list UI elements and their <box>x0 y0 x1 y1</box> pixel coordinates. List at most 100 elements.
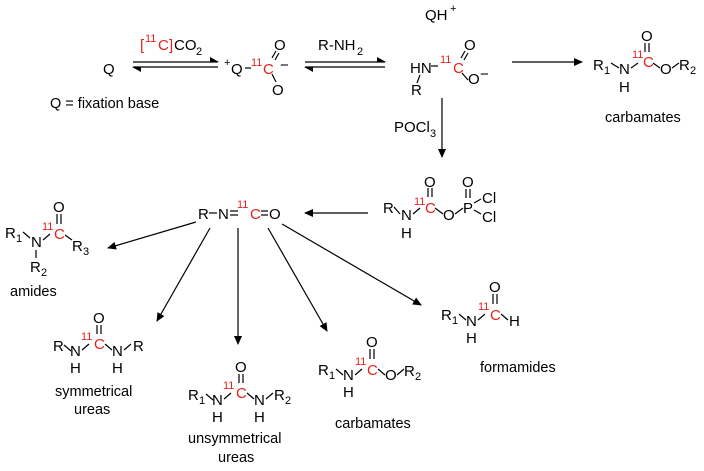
svg-text:C: C <box>54 226 65 243</box>
svg-text:H: H <box>343 384 354 401</box>
label-formamides: formamides <box>480 360 556 376</box>
co2-reagent: [ 11 C ] CO 2 <box>140 33 202 58</box>
svg-text:1: 1 <box>16 233 22 245</box>
label-unsymmetrical-ureas: ureas <box>218 450 254 466</box>
svg-text:N: N <box>212 392 223 409</box>
svg-text:3: 3 <box>83 246 89 258</box>
svg-text:C: C <box>236 385 247 402</box>
label-fixation-base: Q = fixation base <box>50 96 159 112</box>
label-symmetrical-ureas: ureas <box>74 402 110 418</box>
fixation-base-Q: Q <box>103 61 115 78</box>
svg-text:C: C <box>250 206 261 223</box>
svg-text:R: R <box>5 225 16 242</box>
svg-text:HN: HN <box>410 60 432 77</box>
svg-text:11: 11 <box>414 196 425 208</box>
svg-text:+: + <box>450 3 456 15</box>
svg-text:1: 1 <box>604 65 610 77</box>
svg-text:11: 11 <box>81 331 92 343</box>
svg-text:2: 2 <box>285 395 291 407</box>
label-symmetrical: symmetrical <box>55 384 132 400</box>
svg-text:11: 11 <box>478 301 489 313</box>
svg-text:1: 1 <box>199 395 205 407</box>
carbamate-anion: HN 11 C O O − R <box>410 37 489 99</box>
svg-text:O: O <box>660 61 672 78</box>
svg-text:2: 2 <box>357 46 363 58</box>
svg-text:11: 11 <box>632 49 643 61</box>
svg-text:H: H <box>619 79 630 96</box>
svg-text:CO: CO <box>174 37 197 54</box>
svg-text:11: 11 <box>42 221 53 233</box>
svg-text:O: O <box>443 207 455 224</box>
arrow-to-amides <box>107 221 197 250</box>
arrow-to-formamides <box>281 223 422 306</box>
svg-text:R: R <box>133 338 144 355</box>
arrow-to-carbamates-bottom <box>267 227 328 332</box>
svg-text:[: [ <box>140 37 145 54</box>
svg-text:H: H <box>254 409 265 426</box>
svg-text:O: O <box>385 367 397 384</box>
svg-text:O: O <box>93 310 105 327</box>
svg-text:R: R <box>198 206 209 223</box>
svg-text:1: 1 <box>452 315 458 327</box>
equilibrium-arrow-1 <box>132 57 219 72</box>
svg-text:O: O <box>366 334 378 351</box>
svg-text:H: H <box>212 409 223 426</box>
protonated-base: QH + <box>425 3 456 24</box>
svg-text:R: R <box>274 387 285 404</box>
svg-text:R: R <box>72 238 83 255</box>
unsymmetrical-urea-product: R 1 N H 11 C O N H R 2 <box>188 359 291 426</box>
svg-text:R: R <box>593 57 604 74</box>
svg-text:11: 11 <box>251 57 262 69</box>
svg-text:N: N <box>401 207 412 224</box>
svg-text:H: H <box>466 330 477 347</box>
svg-text:11: 11 <box>440 54 451 66</box>
svg-text:R: R <box>383 200 394 217</box>
svg-text:R: R <box>404 363 415 380</box>
amide-product: R 1 N 11 C O R 3 R 2 <box>5 199 89 279</box>
svg-text:R: R <box>441 307 452 324</box>
carbamoyl-phosphoryl-intermediate: R N H 11 C O O P O Cl Cl <box>383 174 496 242</box>
symmetrical-urea-product: R N H 11 C O N H R <box>53 310 144 377</box>
zwitterion-adduct: + Q 11 C O O − <box>224 37 289 99</box>
label-amides: amides <box>10 284 57 300</box>
svg-text:H: H <box>401 225 412 242</box>
svg-text:N: N <box>218 206 229 223</box>
svg-text:QH: QH <box>425 7 448 24</box>
label-carbamates-top: carbamates <box>605 110 681 126</box>
svg-text:C: C <box>425 200 436 217</box>
svg-text:N: N <box>466 313 477 330</box>
svg-text:2: 2 <box>690 65 696 77</box>
svg-text:O: O <box>424 174 436 191</box>
svg-text:O: O <box>235 359 247 376</box>
svg-text:O: O <box>462 174 474 191</box>
svg-text:H: H <box>70 360 81 377</box>
svg-text:C: C <box>367 362 378 379</box>
svg-text:11: 11 <box>355 356 366 368</box>
svg-text:2: 2 <box>415 371 421 383</box>
arrow-to-symmetrical-ureas <box>156 227 211 322</box>
svg-text:11: 11 <box>223 380 234 392</box>
svg-text:POCl: POCl <box>394 119 430 136</box>
svg-text:N: N <box>343 367 354 384</box>
svg-text:H: H <box>509 313 520 330</box>
svg-text:−: − <box>480 66 489 83</box>
svg-text:]: ] <box>169 37 173 54</box>
svg-text:N: N <box>254 392 265 409</box>
svg-text:R: R <box>188 387 199 404</box>
svg-text:C: C <box>643 54 654 71</box>
svg-text:O: O <box>274 37 286 54</box>
svg-text:H: H <box>112 360 123 377</box>
svg-text:11: 11 <box>237 199 248 211</box>
isocyanate: R N 11 C O <box>198 199 281 223</box>
svg-text:N: N <box>619 61 630 78</box>
label-carbamates-bottom: carbamates <box>335 416 411 432</box>
svg-text:O: O <box>464 37 476 54</box>
svg-text:R: R <box>679 57 690 74</box>
svg-text:−: − <box>280 57 289 74</box>
svg-text:C: C <box>263 61 274 78</box>
svg-text:C: C <box>490 307 501 324</box>
svg-text:R: R <box>53 338 64 355</box>
svg-text:Cl: Cl <box>482 190 496 207</box>
